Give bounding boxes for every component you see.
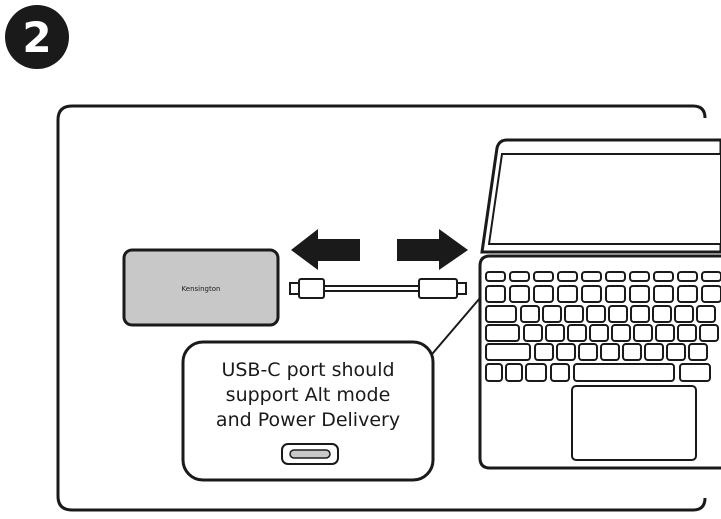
keyboard-key [629, 271, 650, 282]
keyboard-key [666, 343, 686, 361]
arrow-left-icon [291, 229, 360, 270]
keyboard-key [605, 271, 626, 282]
keyboard-key [701, 271, 721, 282]
keyboard-key [520, 305, 540, 323]
keyboard-key [581, 271, 602, 282]
usb-c-port-icon [281, 443, 339, 465]
keyboard-key [622, 343, 642, 361]
arrow-right-icon [397, 229, 468, 270]
keyboard-key [655, 324, 675, 342]
keyboard-key [485, 305, 517, 323]
keyboard-key [509, 285, 530, 303]
keyboard-key [653, 285, 674, 303]
keyboard-key [589, 324, 609, 342]
callout-line-2: support Alt mode [226, 384, 391, 406]
callout-line-1: USB-C port should [221, 359, 394, 381]
keyboard-key [505, 363, 523, 382]
laptop-screen [487, 153, 721, 245]
step-number: 2 [22, 13, 51, 62]
keyboard-key [485, 363, 503, 382]
keyboard-key [586, 305, 606, 323]
keyboard-key [696, 305, 716, 323]
keyboard-key [677, 285, 698, 303]
keyboard-key [550, 363, 570, 382]
step-badge: 2 [5, 5, 69, 69]
trackpad [571, 385, 697, 461]
keyboard-key [581, 285, 602, 303]
keyboard-key [608, 305, 628, 323]
keyboard-key [630, 305, 650, 323]
keyboard-key [564, 305, 584, 323]
keyboard-key [485, 324, 520, 342]
keyboard-key [556, 343, 576, 361]
docking-station: Kensington [122, 248, 280, 327]
keyboard-key [677, 271, 698, 282]
keyboard-key [485, 271, 506, 282]
keyboard-key [653, 271, 674, 282]
usb-c-cable-icon [289, 278, 467, 299]
keyboard-key [688, 343, 708, 361]
keyboard-key [701, 285, 721, 303]
keyboard-key [533, 285, 554, 303]
laptop [478, 138, 721, 470]
keyboard-key [633, 324, 653, 342]
keyboard-key [600, 343, 620, 361]
keyboard-key [699, 324, 719, 342]
keyboard-key [611, 324, 631, 342]
keyboard-key [545, 324, 565, 342]
keyboard-key [605, 285, 626, 303]
dock-brand-label: Kensington [182, 285, 221, 293]
keyboard-key [485, 285, 506, 303]
keyboard-key [557, 285, 578, 303]
keyboard-key [652, 305, 672, 323]
keyboard-key [644, 343, 664, 361]
keyboard-key [578, 343, 598, 361]
panel-frame [56, 104, 707, 512]
keyboard-key [542, 305, 562, 323]
keyboard [485, 271, 721, 382]
keyboard-key [557, 271, 578, 282]
keyboard-key [573, 363, 675, 382]
keyboard-key [534, 343, 554, 361]
keyboard-key [509, 271, 530, 282]
keyboard-key [533, 271, 554, 282]
callout-line-3: and Power Delivery [216, 409, 400, 431]
keyboard-key [567, 324, 587, 342]
keyboard-key [523, 324, 543, 342]
keyboard-key [674, 305, 694, 323]
keyboard-key [485, 343, 531, 361]
keyboard-key [677, 324, 697, 342]
keyboard-key [679, 363, 711, 382]
callout-leader [426, 297, 481, 361]
keyboard-key [629, 285, 650, 303]
callout-bubble: USB-C port should support Alt mode and P… [181, 340, 435, 482]
keyboard-key [525, 363, 547, 382]
